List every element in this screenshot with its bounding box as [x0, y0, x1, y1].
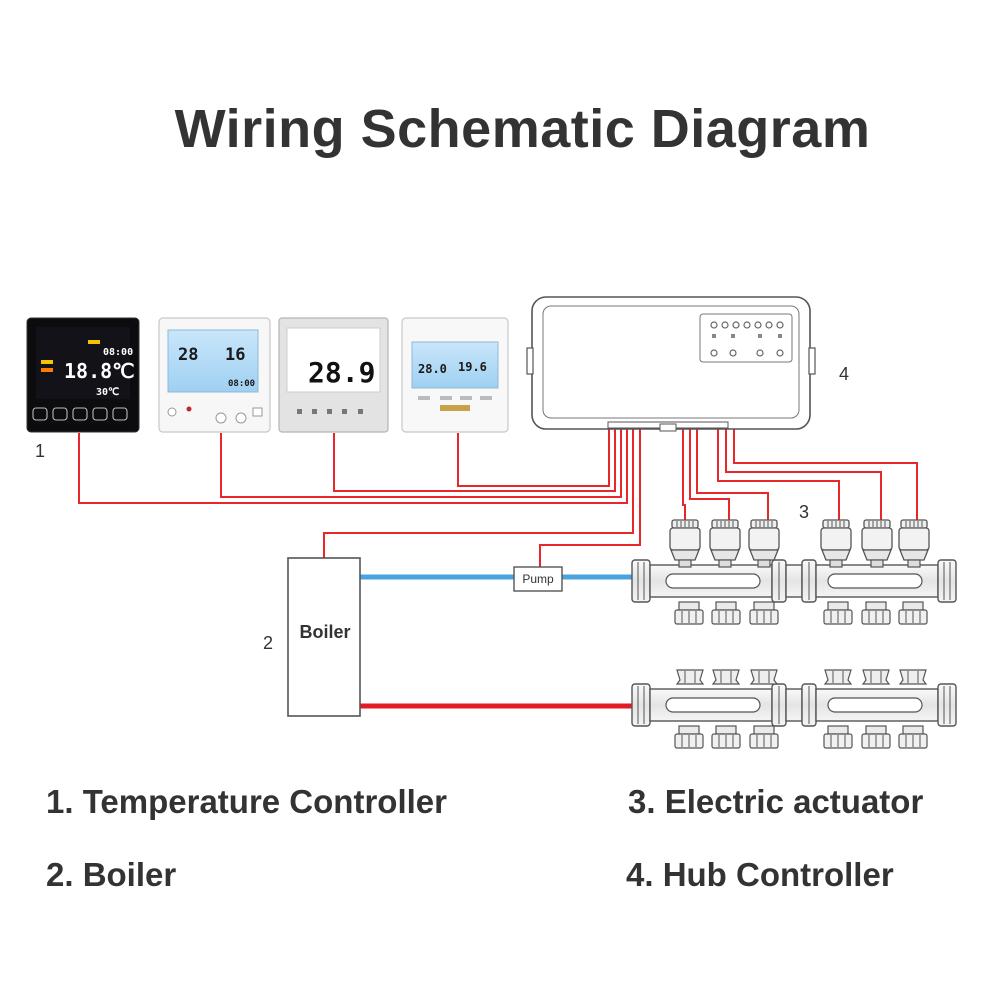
- signal-wires: [78, 428, 918, 567]
- boiler: Boiler: [287, 557, 361, 717]
- thermostat-1: 08:00 18.8℃ 30℃: [26, 317, 140, 433]
- marker-4: 4: [839, 364, 849, 384]
- wire-pump: [539, 428, 641, 567]
- pump-label: Pump: [522, 572, 554, 586]
- wire-boiler: [323, 428, 634, 558]
- wire-actuator-4: [717, 428, 840, 520]
- wire-thermostat-4: [457, 428, 610, 487]
- hub-controller: [526, 296, 816, 432]
- thermostat-2-left: 28: [178, 345, 198, 365]
- wire-actuator-6: [733, 428, 918, 520]
- legend-electric-actuator: 3. Electric actuator: [628, 783, 924, 820]
- legend-boiler: 2. Boiler: [46, 856, 177, 893]
- wire-thermostat-1: [78, 428, 628, 504]
- thermostat-1-room: 30℃: [96, 387, 119, 398]
- thermostat-4-left: 28.0: [418, 362, 447, 376]
- thermostat-4-right: 19.6: [458, 360, 487, 374]
- diagram-title: Wiring Schematic Diagram: [174, 99, 871, 159]
- wire-actuator-2: [689, 428, 730, 520]
- pump: Pump: [513, 566, 563, 592]
- thermostat-1-time: 08:00: [103, 347, 133, 358]
- thermostat-1-temp: 18.8℃: [64, 359, 135, 383]
- thermostat-3-temp: 28.9: [308, 356, 375, 389]
- manifold-bottom: [631, 669, 957, 749]
- hub-indicator-leds: [710, 321, 784, 357]
- wire-actuator-3: [696, 428, 769, 520]
- marker-1: 1: [35, 441, 45, 461]
- thermostat-4: 28.0 19.6: [401, 317, 509, 433]
- thermostat-3: 28.9: [278, 317, 389, 433]
- wire-actuator-1: [682, 428, 686, 520]
- marker-3: 3: [799, 502, 809, 522]
- marker-2: 2: [263, 633, 273, 653]
- wire-thermostat-3: [333, 428, 616, 492]
- thermostat-2-time: 08:00: [228, 379, 255, 389]
- boiler-label: Boiler: [299, 622, 350, 642]
- legend-temperature-controller: 1. Temperature Controller: [46, 783, 447, 820]
- thermostat-2-right: 16: [225, 345, 245, 365]
- legend-hub-controller: 4. Hub Controller: [626, 856, 894, 893]
- manifold-top: [631, 519, 957, 625]
- thermostat-2: 28 16 08:00: [158, 317, 271, 433]
- wire-actuator-5: [725, 428, 882, 520]
- wire-thermostat-2: [220, 428, 622, 498]
